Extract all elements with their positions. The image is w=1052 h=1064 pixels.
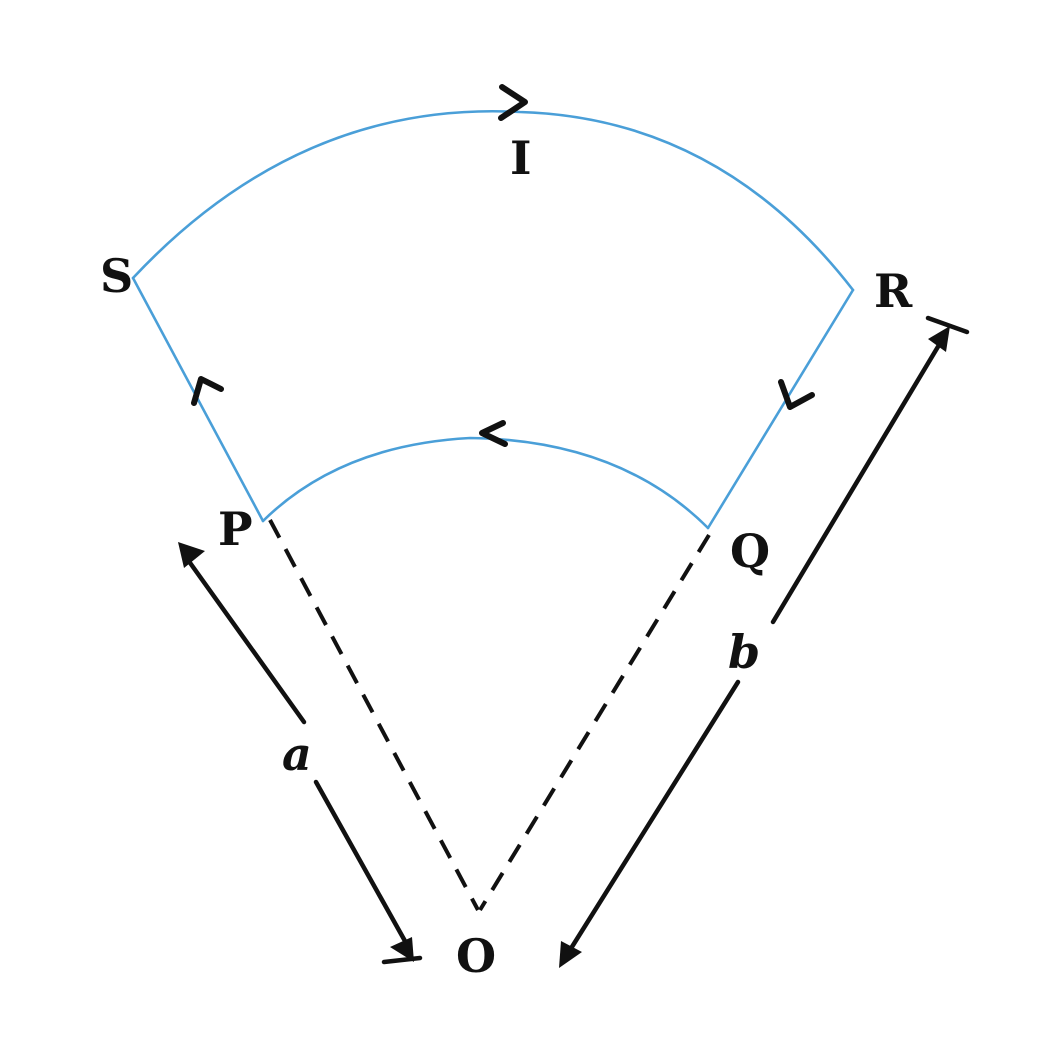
arrowhead-down-icon	[390, 937, 414, 962]
dimension-a-line-upper	[185, 557, 307, 725]
dimension-b-tick	[925, 315, 970, 335]
current-direction-arrows	[191, 84, 815, 447]
dimension-a	[178, 542, 423, 965]
side-rq	[706, 288, 855, 530]
inner-arc-pq	[261, 436, 710, 530]
label-corner-p: P	[218, 502, 253, 556]
dimension-b	[559, 315, 970, 968]
label-corner-q: Q	[730, 524, 770, 578]
current-loop	[131, 110, 855, 530]
dimension-a-line-lower	[313, 779, 413, 953]
label-corner-r: R	[874, 264, 913, 318]
arrowhead-up-icon	[178, 542, 205, 568]
outer-arc-sr	[131, 110, 855, 292]
arrow-left-icon	[479, 420, 508, 447]
label-center-o: O	[456, 929, 496, 983]
dimension-a-tick	[381, 955, 423, 965]
labels: I S R P Q O a b	[100, 131, 913, 983]
arrow-right-icon	[498, 84, 528, 121]
dimension-b-line-upper	[770, 337, 945, 625]
arrow-down-left-icon	[778, 379, 815, 410]
label-outer-radius-b: b	[728, 625, 760, 679]
label-corner-s: S	[100, 249, 133, 303]
radial-lines	[268, 519, 711, 912]
dashed-line-op	[268, 519, 480, 911]
dashed-line-oq	[478, 533, 711, 912]
arrow-up-left-icon	[191, 376, 224, 406]
label-current-i: I	[510, 131, 532, 185]
arrowhead-down-left-icon	[559, 941, 582, 968]
dimension-b-line-lower	[562, 679, 741, 961]
arrowhead-up-right-icon	[928, 326, 950, 352]
label-inner-radius-a: a	[282, 727, 312, 781]
